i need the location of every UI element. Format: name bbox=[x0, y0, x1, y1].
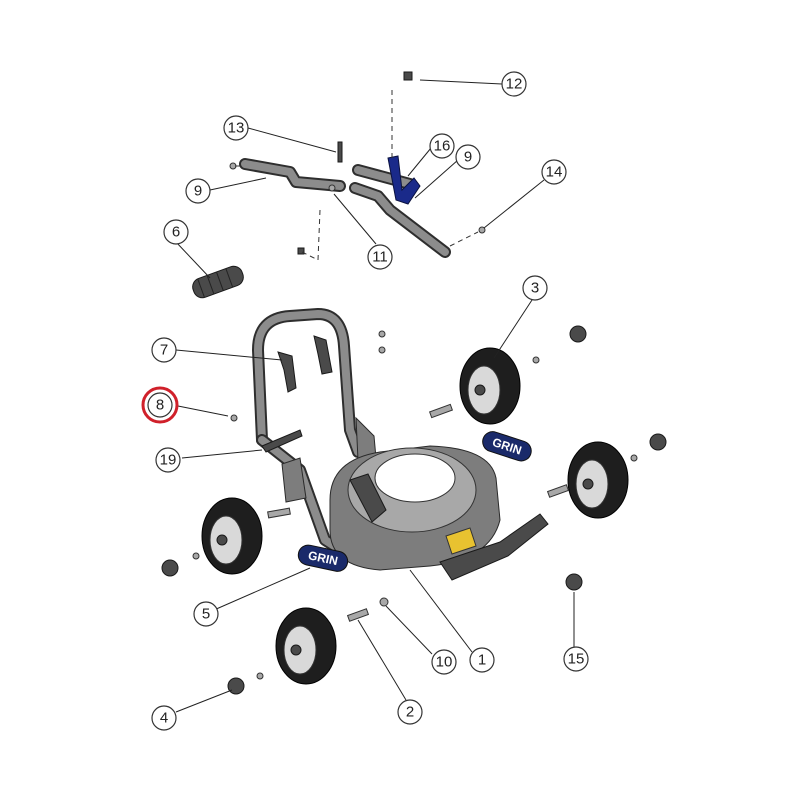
callout-5-label: 5 bbox=[202, 606, 210, 623]
wheel-front-left bbox=[275, 607, 337, 685]
part-8-nut bbox=[230, 414, 238, 422]
callout-10-label: 10 bbox=[436, 654, 453, 671]
part-15-hubcap bbox=[565, 573, 583, 591]
nut-c bbox=[532, 356, 540, 364]
callout-2: 2 bbox=[397, 699, 423, 725]
part-4-hubcap bbox=[227, 677, 245, 695]
callout-6-label: 6 bbox=[172, 224, 180, 241]
hubcap-rear-right bbox=[569, 325, 587, 343]
part-1-deck bbox=[329, 445, 549, 581]
nut-a bbox=[378, 330, 386, 338]
front-bumper bbox=[439, 513, 549, 581]
callout-12: 12 bbox=[501, 71, 527, 97]
callout-7: 7 bbox=[151, 337, 177, 363]
part-10-nut bbox=[379, 597, 389, 607]
warning-decal bbox=[445, 527, 477, 555]
part-14-pin bbox=[478, 226, 486, 234]
part-16-blue-lever bbox=[387, 155, 421, 205]
callout-14-label: 14 bbox=[546, 164, 563, 181]
part-5-decal-left: GRIN bbox=[297, 544, 349, 572]
nut-b bbox=[378, 346, 386, 354]
callout-15: 15 bbox=[563, 646, 589, 672]
callout-1-label: 1 bbox=[478, 652, 486, 669]
rear-bracket bbox=[281, 457, 307, 503]
callout-16: 16 bbox=[429, 133, 455, 159]
nut-f bbox=[256, 672, 264, 680]
hubcap-front-right bbox=[649, 433, 667, 451]
callout-11-label: 11 bbox=[372, 249, 388, 266]
callout-9-right: 9 bbox=[455, 144, 481, 170]
callout-4: 4 bbox=[151, 705, 177, 731]
callout-19-label: 19 bbox=[160, 452, 177, 469]
callout-13: 13 bbox=[223, 115, 249, 141]
wheel-front-right bbox=[567, 441, 629, 519]
axle-bolt-front-right bbox=[546, 484, 570, 498]
nut-d bbox=[630, 454, 638, 462]
part-12-clip bbox=[403, 71, 413, 81]
axle-bolt-rear-left bbox=[267, 507, 291, 519]
part-6-grip bbox=[192, 265, 244, 299]
callout-7-label: 7 bbox=[160, 342, 168, 359]
callout-9-left-label: 9 bbox=[194, 183, 202, 200]
callout-3: 3 bbox=[522, 275, 548, 301]
hubcap-rear-left bbox=[161, 559, 179, 577]
callout-19: 19 bbox=[155, 447, 181, 473]
axle-bolt-rear-right bbox=[428, 403, 454, 419]
part-7-lever-right bbox=[313, 335, 333, 375]
callout-9-left: 9 bbox=[185, 178, 211, 204]
callout-11: 11 bbox=[367, 244, 393, 270]
callout-14: 14 bbox=[541, 159, 567, 185]
callout-16-label: 16 bbox=[434, 138, 451, 155]
callout-1: 1 bbox=[469, 647, 495, 673]
part-11-pin bbox=[328, 184, 336, 192]
part-2-axle-bolt bbox=[346, 608, 370, 622]
callout-4-label: 4 bbox=[160, 710, 168, 727]
wheel-rear-left bbox=[201, 497, 263, 575]
callout-6: 6 bbox=[163, 219, 189, 245]
nut-e bbox=[192, 552, 200, 560]
screw-lower bbox=[297, 247, 305, 255]
callout-8-label: 8 bbox=[156, 397, 164, 414]
part-13-bolt bbox=[337, 141, 343, 163]
decal-left-text: GRIN bbox=[307, 548, 339, 568]
deck-chute-bracket bbox=[349, 473, 387, 523]
decal-right: GRIN bbox=[482, 431, 532, 462]
callout-12-label: 12 bbox=[506, 76, 523, 93]
callout-10: 10 bbox=[431, 649, 457, 675]
callout-3-label: 3 bbox=[531, 280, 539, 297]
leader-lines bbox=[175, 79, 575, 713]
callout-15-label: 15 bbox=[568, 651, 585, 668]
callout-2-label: 2 bbox=[406, 704, 414, 721]
part-19-bar bbox=[261, 429, 303, 453]
wheel-rear-right bbox=[459, 347, 521, 425]
part-7-lever-left bbox=[277, 351, 297, 393]
callout-13-label: 13 bbox=[228, 120, 245, 137]
callout-8: 8 bbox=[141, 386, 179, 424]
callout-9-right-label: 9 bbox=[464, 149, 472, 166]
handle-control-assembly bbox=[229, 71, 486, 261]
callout-8-highlight-ring bbox=[141, 386, 179, 424]
callout-5: 5 bbox=[193, 601, 219, 627]
